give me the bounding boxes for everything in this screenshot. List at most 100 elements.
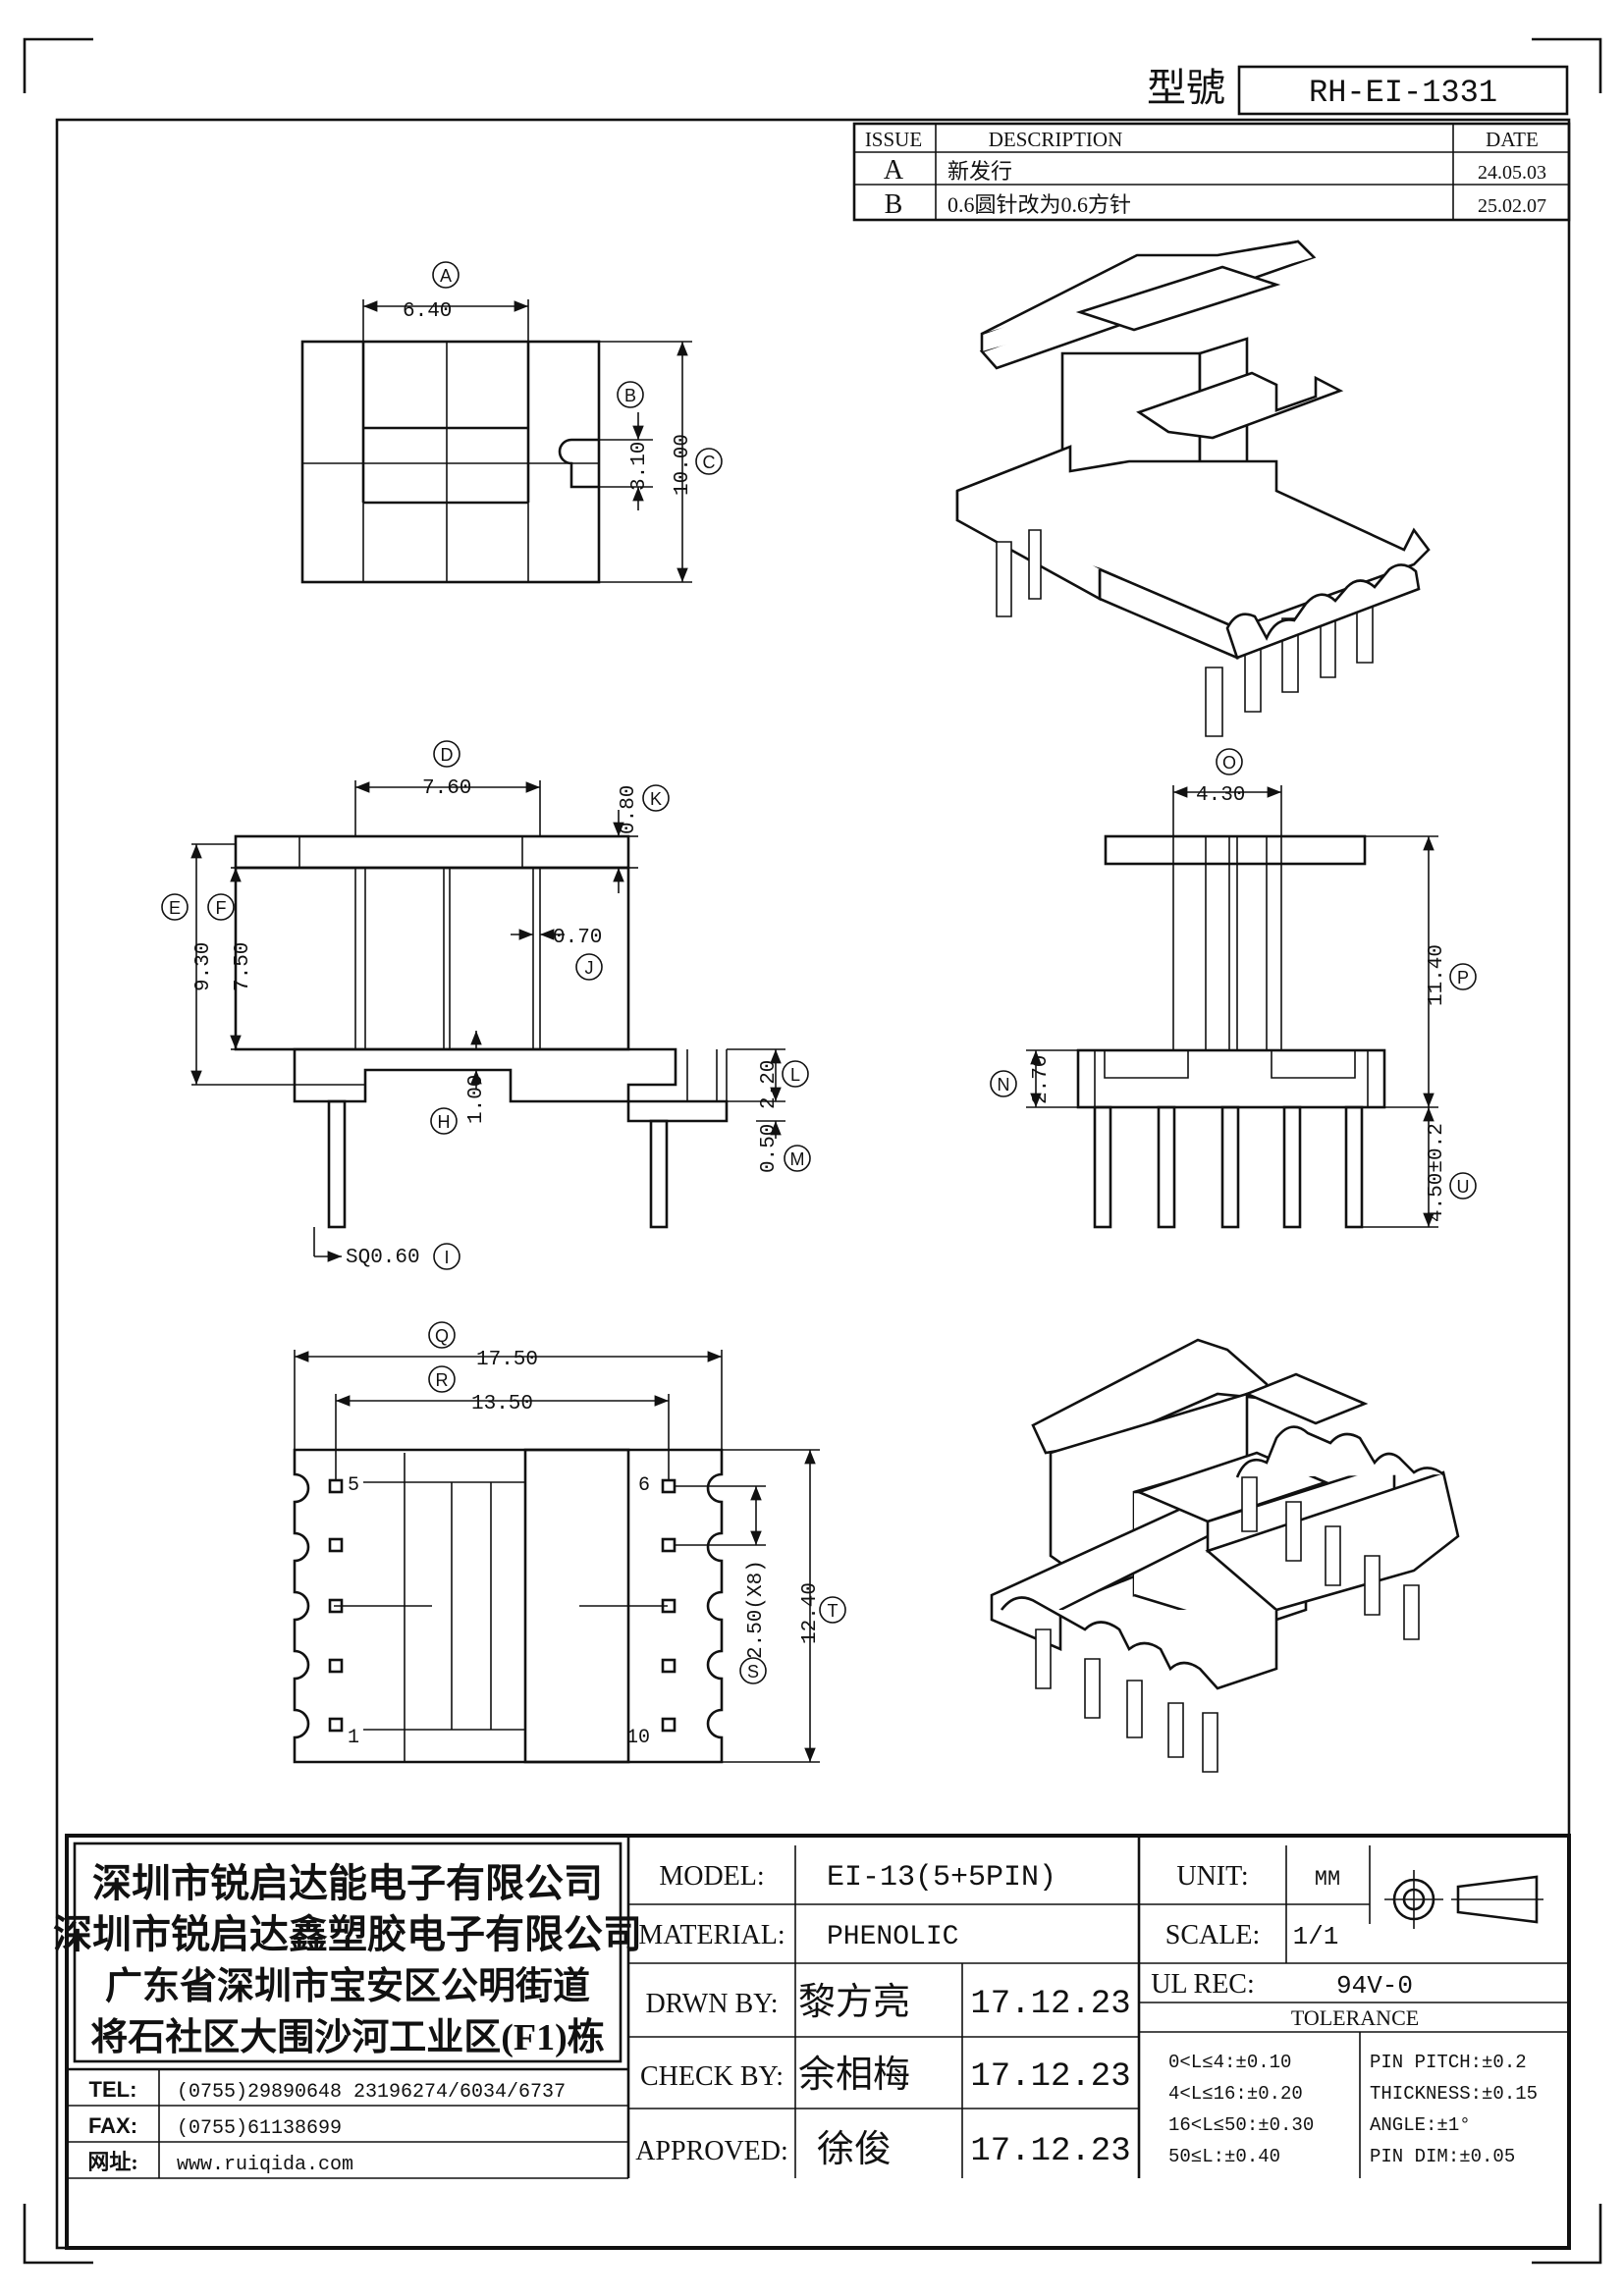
title-block: 深圳市锐启达能电子有限公司 深圳市锐启达鑫塑胶电子有限公司 广东省深圳市宝安区公… xyxy=(53,1834,1571,2250)
dim-H-label: H xyxy=(438,1112,451,1132)
tel-value: (0755)29890648 23196274/6034/6737 xyxy=(177,2081,566,2104)
rev-row-issue: A xyxy=(884,155,904,186)
model-code: RH-EI-1331 xyxy=(1309,75,1497,111)
dim-T-label: T xyxy=(828,1601,839,1621)
dim-D-value: 7.60 xyxy=(422,777,471,800)
revision-table: ISSUE DESCRIPTION DATE A 新发行 24.05.03 B … xyxy=(852,122,1571,222)
dim-H-value: 1.00 xyxy=(465,1075,488,1124)
dim-R-label: R xyxy=(436,1370,449,1390)
rev-row-description: 新发行 xyxy=(947,159,1012,184)
dim-L-label: L xyxy=(790,1065,800,1085)
rev-header-description: DESCRIPTION xyxy=(989,128,1123,151)
rev-header-issue: ISSUE xyxy=(865,128,922,151)
dim-P-label: P xyxy=(1457,968,1469,988)
dim-Q-value: 17.50 xyxy=(476,1349,538,1371)
dim-C-label: C xyxy=(703,453,716,472)
side-view: 7.60 D 0.80 K 9.30 E 7.50 F 0.70 J xyxy=(161,740,811,1270)
pin-label-1: 1 xyxy=(348,1727,359,1749)
unit-label: UNIT: xyxy=(1176,1861,1248,1892)
tolerance-row: 16<L≤50:±0.30 xyxy=(1168,2114,1314,2136)
fax-value: (0755)61138699 xyxy=(177,2117,342,2140)
pin-label-5: 5 xyxy=(348,1474,359,1497)
dim-M-label: M xyxy=(790,1149,805,1169)
check-by-date: 17.12.23 xyxy=(970,2058,1130,2096)
check-by-label: CHECK BY: xyxy=(640,2061,784,2092)
type-label: 型號 xyxy=(1147,66,1225,110)
dim-E-value: 9.30 xyxy=(192,942,215,991)
tolerance-row: 0<L≤4:±0.10 xyxy=(1168,2052,1291,2073)
web-value: www.ruiqida.com xyxy=(177,2154,353,2176)
tolerance-row: THICKNESS:±0.15 xyxy=(1370,2083,1538,2105)
dim-J-label: J xyxy=(585,958,594,978)
tolerance-row: PIN PITCH:±0.2 xyxy=(1370,2052,1527,2073)
model-code-block: 型號 RH-EI-1331 xyxy=(1147,65,1569,116)
dim-N-value: 2.70 xyxy=(1030,1055,1053,1104)
dim-K-value: 0.80 xyxy=(618,785,640,834)
drawn-by-date: 17.12.23 xyxy=(970,1986,1130,2023)
dim-M-value: 0.50 xyxy=(758,1124,781,1173)
tolerance-row: 4<L≤16:±0.20 xyxy=(1168,2083,1303,2105)
scale-label: SCALE: xyxy=(1165,1920,1260,1950)
ul-rec-value: 94V-0 xyxy=(1336,1971,1413,2001)
dim-U-value: 4.50±0.2 xyxy=(1426,1123,1448,1222)
rev-row-issue: B xyxy=(885,189,903,220)
projection-symbol-icon xyxy=(1384,1870,1543,1929)
dim-A-label: A xyxy=(440,266,452,286)
dim-N-label: N xyxy=(998,1075,1010,1095)
company-address-1: 广东省深圳市宝安区公明街道 xyxy=(105,1966,590,2007)
dim-O-value: 4.30 xyxy=(1196,784,1245,807)
pin-label-6: 6 xyxy=(638,1474,650,1497)
tolerance-label: TOLERANCE xyxy=(1291,2005,1419,2030)
isometric-view-bottom xyxy=(990,1338,1460,1773)
dim-L-value: 2.20 xyxy=(758,1060,781,1109)
rev-row-date: 24.05.03 xyxy=(1478,162,1546,184)
fax-label: FAX: xyxy=(88,2113,137,2138)
unit-value: MM xyxy=(1315,1867,1340,1892)
dim-P-value: 11.40 xyxy=(1426,944,1448,1006)
dim-D-label: D xyxy=(441,745,454,765)
dim-I-value: SQ0.60 xyxy=(346,1247,420,1269)
dim-O-label: O xyxy=(1222,753,1236,773)
tel-label: TEL: xyxy=(89,2077,137,2102)
dim-K-label: K xyxy=(650,789,662,809)
material-label: MATERIAL: xyxy=(638,1920,785,1950)
dim-B-value: 3.10 xyxy=(628,442,651,491)
company-address-2: 将石社区大围沙河工业区(F1)栋 xyxy=(90,2017,605,2058)
end-view: 4.30 O 11.40 P 2.70 N 4.50±0.2 U xyxy=(990,748,1477,1229)
drawn-by-label: DRWN BY: xyxy=(645,1989,778,2019)
company-name-2: 深圳市锐启达鑫塑胶电子有限公司 xyxy=(53,1912,642,1956)
dim-Q-label: Q xyxy=(435,1326,449,1346)
dim-S-value: 2.50(X8) xyxy=(745,1560,768,1659)
drawn-by-name: 黎方亮 xyxy=(798,1982,910,2023)
dim-J-value: 0.70 xyxy=(553,927,602,949)
isometric-view-top xyxy=(955,240,1431,737)
dim-R-value: 13.50 xyxy=(471,1393,533,1415)
model-value: EI-13(5+5PIN) xyxy=(827,1861,1056,1895)
dim-T-value: 12.40 xyxy=(799,1582,822,1644)
approved-label: APPROVED: xyxy=(635,2136,788,2166)
web-label: 网址: xyxy=(87,2150,137,2174)
dim-C-value: 10.00 xyxy=(672,434,694,496)
tolerance-row: 50≤L:±0.40 xyxy=(1168,2146,1280,2167)
pin-label-10: 10 xyxy=(626,1727,650,1749)
bottom-view: 5 6 1 10 17.50 Q 13.50 R 2.50(X8) S 12.4… xyxy=(293,1321,846,1764)
rev-row-date: 25.02.07 xyxy=(1478,195,1546,217)
rev-row-description: 0.6圆针改为0.6方针 xyxy=(947,192,1131,217)
company-name-1: 深圳市锐启达能电子有限公司 xyxy=(92,1861,603,1905)
dim-F-label: F xyxy=(216,898,227,918)
dim-F-value: 7.50 xyxy=(232,942,254,991)
approved-date: 17.12.23 xyxy=(970,2133,1130,2170)
material-value: PHENOLIC xyxy=(827,1922,958,1952)
approved-name: 徐俊 xyxy=(817,2129,892,2170)
dim-E-label: E xyxy=(169,898,181,918)
dim-A-value: 6.40 xyxy=(403,300,452,323)
tolerance-row: PIN DIM:±0.05 xyxy=(1370,2146,1515,2167)
dim-U-label: U xyxy=(1457,1177,1470,1197)
check-by-name: 余相梅 xyxy=(798,2055,910,2096)
top-view: 6.40 A 3.10 B 10.00 C xyxy=(300,261,723,584)
dim-S-label: S xyxy=(747,1662,759,1682)
dim-I-label: I xyxy=(444,1248,449,1267)
model-label: MODEL: xyxy=(659,1861,764,1892)
tolerance-row: ANGLE:±1° xyxy=(1370,2114,1471,2136)
